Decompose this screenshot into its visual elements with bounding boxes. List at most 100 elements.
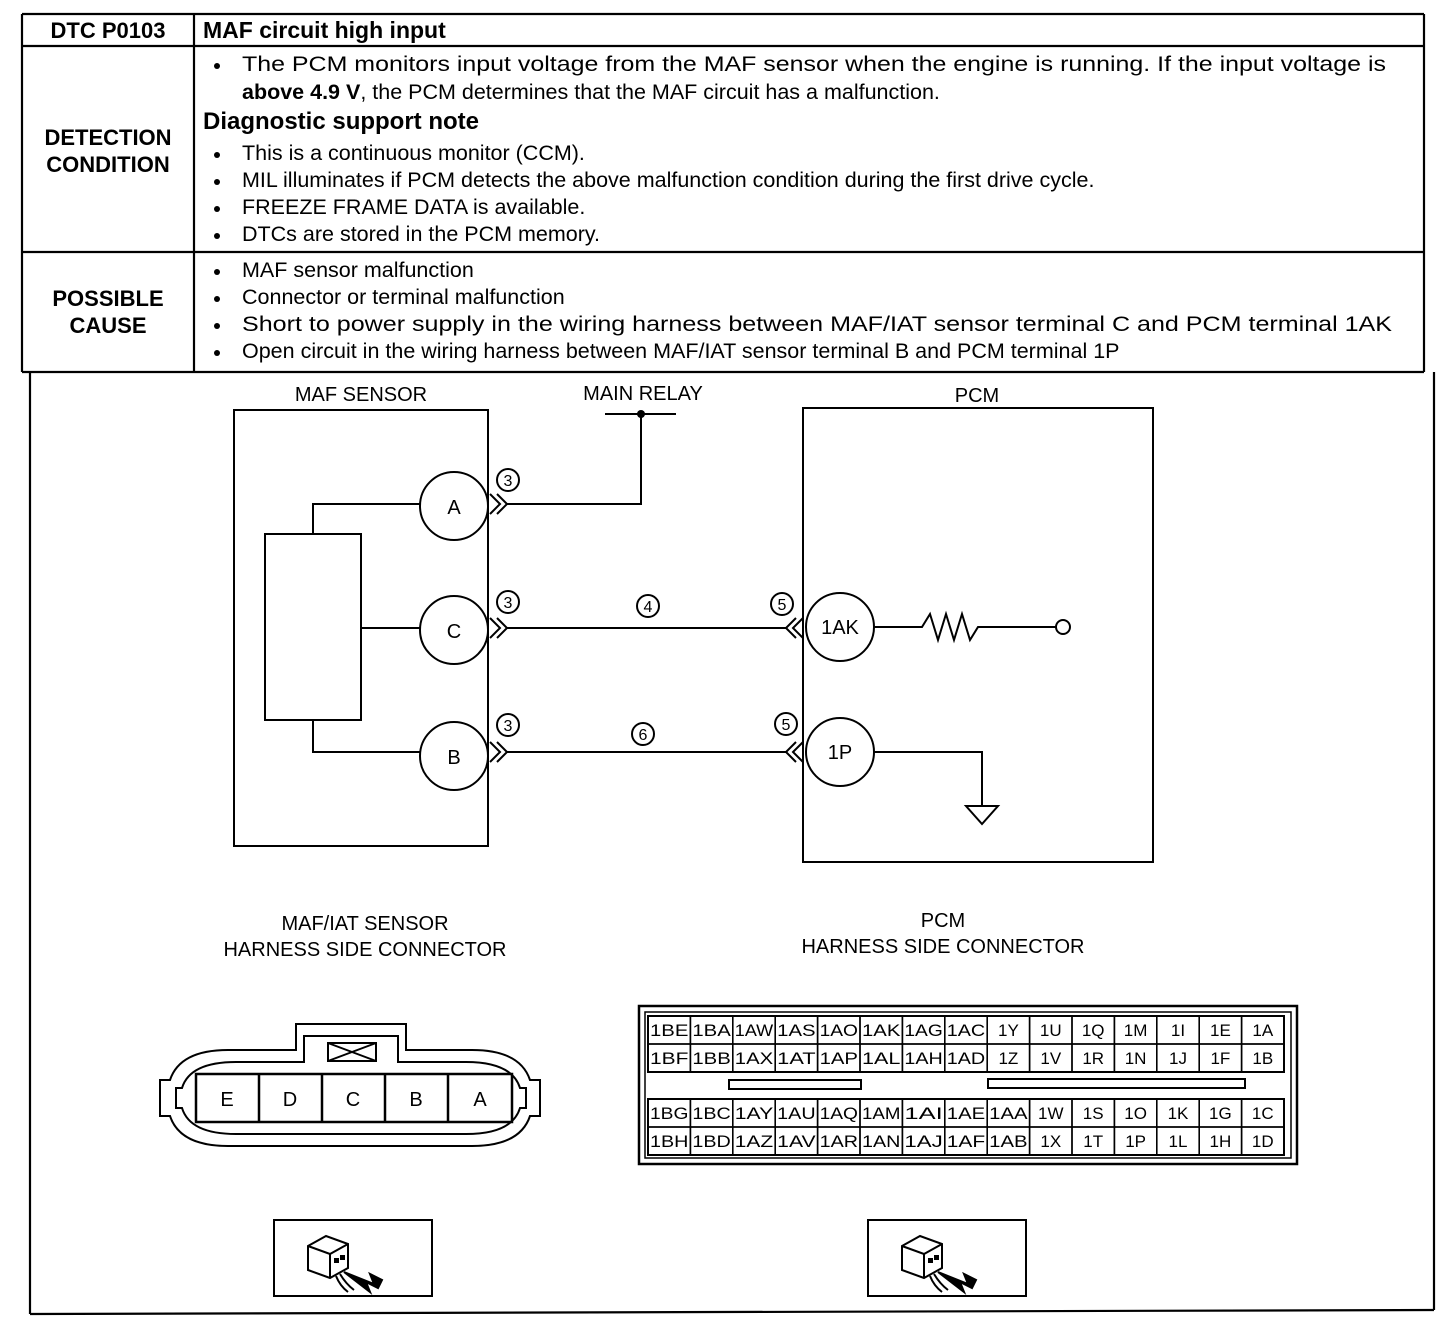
detection-label-line2: CONDITION <box>46 152 169 177</box>
maf-terminal-a <box>419 471 489 541</box>
wire-main-relay-to-a <box>506 414 642 505</box>
pcm-pin-label: 1N <box>1125 1049 1147 1068</box>
pcm-pin-label: 1X <box>1040 1132 1061 1151</box>
pcm-pin-1al: 1AL <box>859 1043 904 1073</box>
pcm-pin-1an: 1AN <box>859 1126 904 1156</box>
maf-terminal-b <box>419 721 489 791</box>
pcm-label: PCM <box>955 385 999 407</box>
support-heading: Diagnostic support note <box>203 108 479 135</box>
pcm-pin-label: 1Q <box>1082 1021 1105 1040</box>
cause-label-line2: CAUSE <box>69 313 146 338</box>
cause-item-4: Open circuit in the wiring harness betwe… <box>242 339 1120 363</box>
pcm-pin-1c: 1C <box>1240 1098 1285 1128</box>
maf-connector-title-line2: HARNESS SIDE CONNECTOR <box>223 939 506 961</box>
pcm-pin-1y: 1Y <box>986 1015 1031 1045</box>
cause-item-2: Connector or terminal malfunction <box>242 285 565 309</box>
pcm-pin-label: 1AH <box>904 1049 942 1068</box>
pcm-pin-1at: 1AT <box>774 1043 819 1073</box>
possible-cause-section: POSSIBLE CAUSE MAF sensor malfunction Co… <box>52 258 1392 363</box>
mark-circle-5-1p <box>774 712 798 736</box>
mark-5-1ak: 5 <box>778 597 787 614</box>
pcm-pin-label: 1V <box>1040 1049 1061 1068</box>
maf-connector-pin-area <box>194 1072 514 1124</box>
pcm-pin-1bf: 1BF <box>647 1043 692 1073</box>
pcm-reference-voltage-terminal <box>1055 619 1071 635</box>
pcm-terminal-1p-label: 1P <box>828 742 852 764</box>
pcm-internal-resistor <box>874 610 1056 644</box>
support-note-4: DTCs are stored in the PCM memory. <box>242 222 600 246</box>
pcm-pin-label: 1AR <box>820 1132 858 1151</box>
threshold-voltage: above 4.9 V <box>242 80 361 104</box>
pcm-pin-1f: 1F <box>1198 1043 1243 1073</box>
pcm-pin-1ab: 1AB <box>986 1126 1031 1156</box>
pcm-pin-1ba: 1BA <box>689 1015 734 1045</box>
pcm-pin-1ai: 1AI <box>901 1098 946 1128</box>
maf-pin-b: B <box>409 1089 422 1111</box>
pcm-pin-1a: 1A <box>1240 1015 1285 1045</box>
pcm-pin-1av: 1AV <box>774 1126 819 1156</box>
pcm-pin-label: 1BD <box>692 1132 730 1151</box>
pcm-pin-1aw: 1AW <box>732 1015 776 1045</box>
maf-terminal-c <box>419 595 489 665</box>
mark-circle-5-1ak <box>770 592 794 616</box>
pcm-pin-1af: 1AF <box>944 1126 988 1156</box>
pcm-pin-label: 1AF <box>947 1132 985 1151</box>
pcm-pin-label: 1AG <box>904 1021 942 1040</box>
pcm-pin-label: 1E <box>1210 1021 1231 1040</box>
pcm-pin-label: 1BF <box>650 1049 688 1068</box>
pcm-pin-1ar: 1AR <box>816 1126 861 1156</box>
pcm-pin-label: 1AK <box>862 1021 901 1040</box>
detection-condition-section: DETECTION CONDITION The PCM monitors inp… <box>44 52 1386 246</box>
pcm-pin-label: 1AZ <box>735 1132 773 1151</box>
pcm-pin-label: 1AB <box>989 1132 1027 1151</box>
pcm-connector-key-right <box>987 1078 1246 1089</box>
pcm-pin-1aj: 1AJ <box>901 1126 946 1156</box>
cause-label-line1: POSSIBLE <box>52 286 163 311</box>
maf-internal-wire-a <box>312 503 420 534</box>
pcm-pin-1ak: 1AK <box>859 1015 904 1045</box>
maf-connector-inner-shell <box>175 1035 527 1135</box>
bullet-dot <box>214 350 220 356</box>
pcm-pin-label: 1BC <box>692 1104 730 1123</box>
pcm-pin-label: 1A <box>1252 1021 1273 1040</box>
pcm-pin-1j: 1J <box>1156 1043 1200 1073</box>
bullet-dot <box>214 296 220 302</box>
pcm-pin-1ac: 1AC <box>944 1015 988 1045</box>
pcm-pin-label: 1AU <box>777 1104 815 1123</box>
pcm-pin-1n: 1N <box>1113 1043 1158 1073</box>
pcm-pin-label: 1AS <box>777 1021 815 1040</box>
pcm-pin-label: 1AT <box>777 1049 815 1068</box>
pcm-pin-label: 1F <box>1210 1049 1230 1068</box>
connector-chevron-maf-a <box>489 493 509 515</box>
bullet-dot <box>214 323 220 329</box>
pcm-pin-1z: 1Z <box>986 1043 1031 1073</box>
pcm-pin-label: 1H <box>1210 1132 1232 1151</box>
dtc-title: MAF circuit high input <box>203 17 446 43</box>
pcm-pin-label: 1AJ <box>904 1132 942 1151</box>
bullet-dot <box>214 63 220 69</box>
pcm-pin-1am: 1AM <box>859 1098 904 1128</box>
pcm-pin-1aa: 1AA <box>986 1098 1031 1128</box>
pcm-pin-label: 1C <box>1252 1104 1274 1123</box>
maf-terminal-b-label: B <box>447 747 460 769</box>
maf-terminal-a-label: A <box>447 497 461 519</box>
maf-pin-e: E <box>220 1089 233 1111</box>
pcm-pin-1m: 1M <box>1113 1015 1158 1045</box>
pcm-pin-1e: 1E <box>1198 1015 1243 1045</box>
ground-icon <box>963 805 1001 826</box>
maf-pin-a: A <box>473 1089 487 1111</box>
pcm-pin-1i: 1I <box>1156 1015 1200 1045</box>
mark-6: 6 <box>639 727 648 744</box>
mark-circle-6 <box>631 722 655 746</box>
connector-chevron-maf-b <box>489 741 509 763</box>
pcm-pin-1bh: 1BH <box>647 1126 692 1156</box>
pcm-pin-1bd: 1BD <box>689 1126 734 1156</box>
pcm-pin-1v: 1V <box>1028 1043 1073 1073</box>
maf-internal-wire-b <box>312 720 420 753</box>
pcm-pin-label: 1BB <box>692 1049 730 1068</box>
maf-sensing-element <box>264 533 362 721</box>
pcm-pin-label: 1AN <box>862 1132 900 1151</box>
pcm-pin-label: 1M <box>1124 1021 1148 1040</box>
mark-circle-3-a <box>496 468 520 492</box>
